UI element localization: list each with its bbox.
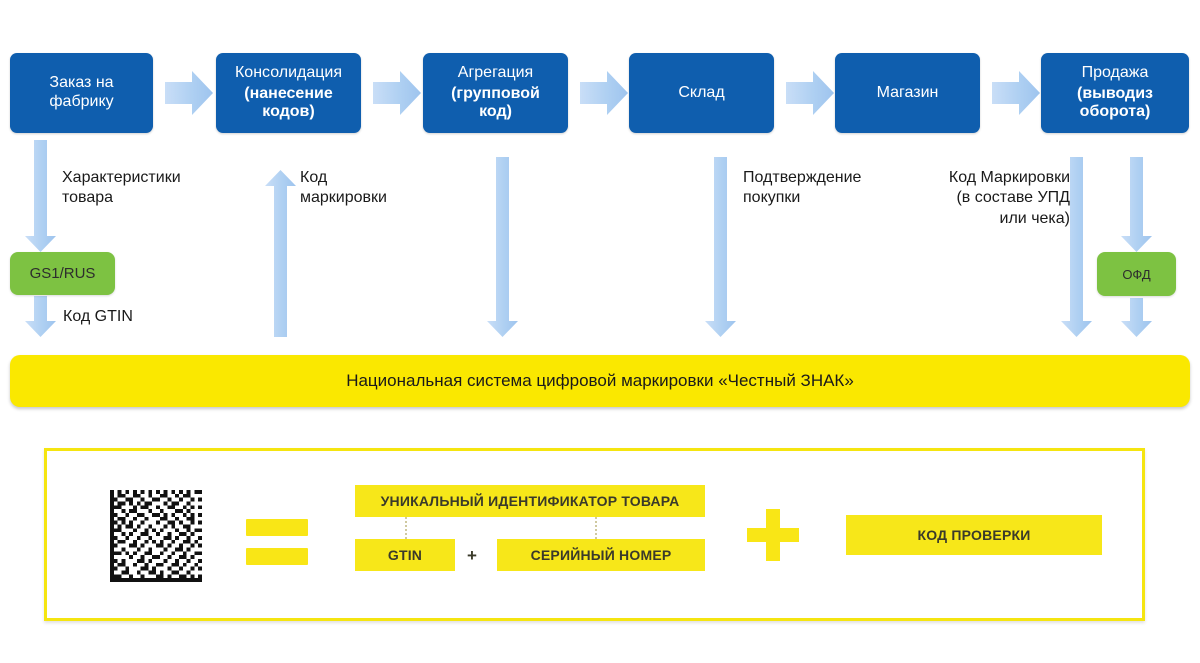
arrow-down-warehouse-to-platform [705, 157, 736, 337]
arrow-down-aggregation-to-platform [487, 157, 518, 337]
step-shop-line1: Магазин [876, 83, 939, 101]
step-aggregation-line1: Агрегация [457, 64, 534, 82]
arrow-up-consolidation-to-platform [265, 170, 296, 337]
ofd-box[interactable]: ОФД [1097, 252, 1176, 296]
platform-banner: Национальная система цифровой маркировки… [10, 355, 1190, 407]
step-order[interactable]: Заказ на фабрику [10, 53, 153, 133]
connector-serial [595, 517, 597, 539]
datamatrix-icon [110, 490, 202, 582]
platform-banner-title: Национальная система цифровой маркировки… [346, 371, 854, 390]
check-code-chip: КОД ПРОВЕРКИ [846, 515, 1102, 555]
connector-gtin [405, 517, 407, 539]
step-consolidation-line3: кодов) [262, 103, 315, 121]
step-sale-line3: оборота) [1079, 103, 1151, 121]
label-product-characteristics: Характеристики товара [62, 169, 181, 207]
gtin-chip: GTIN [355, 539, 455, 571]
arrow-aggregation-to-warehouse [580, 71, 628, 115]
arrow-consolidation-to-aggregation [373, 71, 421, 115]
gs1-rus-box[interactable]: GS1/RUS [10, 252, 115, 295]
step-aggregation[interactable]: Агрегация (групповой код) [423, 53, 568, 133]
label-marking-code-upd: Код Маркировки (в составе УПД или чека) [948, 169, 1070, 227]
equals-bar-bottom [246, 548, 308, 565]
step-consolidation[interactable]: Консолидация (нанесение кодов) [216, 53, 361, 133]
arrow-down-gs1-to-platform [25, 296, 56, 337]
gtin-label: GTIN [387, 547, 423, 563]
step-sale[interactable]: Продажа (выводиз оборота) [1041, 53, 1189, 133]
arrow-shop-to-sale [992, 71, 1040, 115]
gs1-rus-label: GS1/RUS [29, 265, 96, 282]
step-warehouse-line1: Склад [678, 83, 725, 101]
step-order-line1: Заказ на [49, 74, 114, 92]
check-code-label: КОД ПРОВЕРКИ [917, 527, 1031, 543]
step-consolidation-line2: (нанесение [244, 84, 333, 102]
step-order-line2: фабрику [49, 93, 114, 110]
step-aggregation-line2: (групповой [451, 84, 540, 102]
unique-id-chip: УНИКАЛЬНЫЙ ИДЕНТИФИКАТОР ТОВАРА [355, 485, 705, 517]
serial-label: СЕРИЙНЫЙ НОМЕР [530, 547, 672, 563]
plus-sign-icon [747, 509, 799, 561]
code-composition-panel: УНИКАЛЬНЫЙ ИДЕНТИФИКАТОР ТОВАРА GTIN + С… [44, 448, 1145, 621]
label-purchase-confirmation: Подтверждение покупки [743, 169, 862, 207]
horizontal-arrows [165, 71, 1040, 115]
step-sale-line2: (выводиз [1077, 84, 1153, 102]
step-sale-line1: Продажа [1081, 64, 1149, 82]
step-shop[interactable]: Магазин [835, 53, 980, 133]
arrow-down-sale-to-platform [1061, 157, 1092, 337]
step-warehouse[interactable]: Склад [629, 53, 774, 133]
equals-bar-top [246, 519, 308, 536]
step-aggregation-line3: код) [479, 103, 512, 121]
arrow-down-order-to-gs1 [25, 140, 56, 252]
vertical-arrows [25, 140, 1152, 337]
equals-sign [246, 519, 308, 565]
arrow-down-ofd-to-platform [1121, 298, 1152, 337]
arrow-down-sale-to-ofd [1121, 157, 1152, 252]
serial-chip: СЕРИЙНЫЙ НОМЕР [497, 539, 705, 571]
arrow-warehouse-to-shop [786, 71, 834, 115]
unique-id-label: УНИКАЛЬНЫЙ ИДЕНТИФИКАТОР ТОВАРА [380, 493, 680, 509]
label-marking-code: Код маркировки [300, 169, 387, 207]
label-gtin-code: Код GTIN [63, 308, 133, 325]
inner-plus-sign: + [467, 546, 477, 565]
step-consolidation-line1: Консолидация [234, 64, 343, 82]
ofd-label: ОФД [1122, 266, 1151, 282]
arrow-order-to-consolidation [165, 71, 213, 115]
